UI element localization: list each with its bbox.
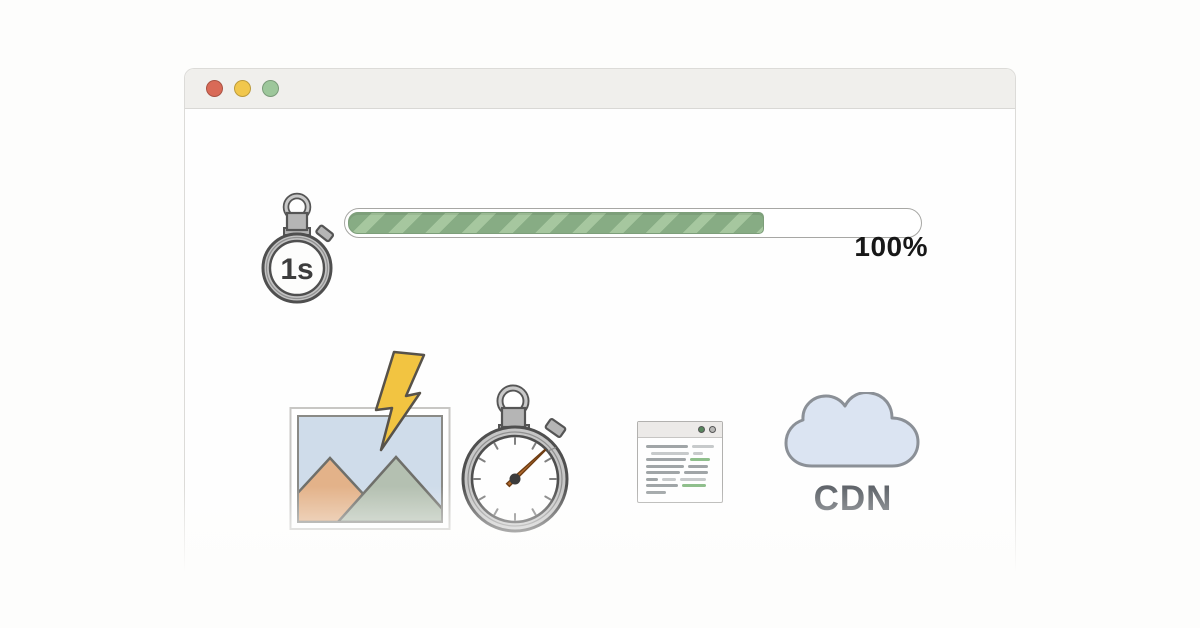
code-line [646, 477, 714, 481]
code-line-segment [646, 464, 684, 468]
close-window-button[interactable] [206, 80, 223, 97]
progress-fill [348, 212, 765, 234]
code-line-segment [646, 471, 680, 474]
bottom-fade [170, 486, 1034, 606]
progress-bar [344, 208, 922, 238]
code-line-segment [682, 484, 706, 487]
code-line-segment [651, 451, 689, 455]
minimize-window-button[interactable] [234, 80, 251, 97]
code-line-segment [662, 477, 676, 481]
lightning-bolt-icon [374, 350, 426, 452]
code-line [646, 458, 714, 461]
cdn-cloud-icon [784, 391, 920, 468]
code-line-segment [646, 484, 678, 487]
zoom-window-button[interactable] [262, 80, 279, 97]
code-line [646, 484, 714, 487]
code-window-lines [638, 438, 722, 494]
progress-percent-label: 100% [854, 231, 928, 262]
code-line-segment [693, 451, 703, 455]
code-line-segment [646, 445, 688, 448]
code-line-segment [688, 464, 708, 468]
code-line [646, 445, 714, 448]
mini-dot-green-icon [698, 426, 705, 433]
mini-dot-gray-icon [709, 426, 716, 433]
code-line-segment [646, 458, 686, 461]
code-line-segment [690, 458, 710, 461]
code-line-segment [680, 477, 706, 481]
code-line [646, 464, 714, 468]
code-window-titlebar [638, 422, 722, 438]
code-line [646, 471, 714, 474]
browser-titlebar [185, 69, 1015, 109]
code-line [651, 451, 714, 455]
code-line-segment [646, 477, 658, 481]
load-time-label: 1s [280, 253, 313, 286]
code-line-segment [684, 471, 708, 474]
code-line-segment [692, 445, 714, 448]
stopwatch-1s-icon: 1s [261, 192, 335, 304]
